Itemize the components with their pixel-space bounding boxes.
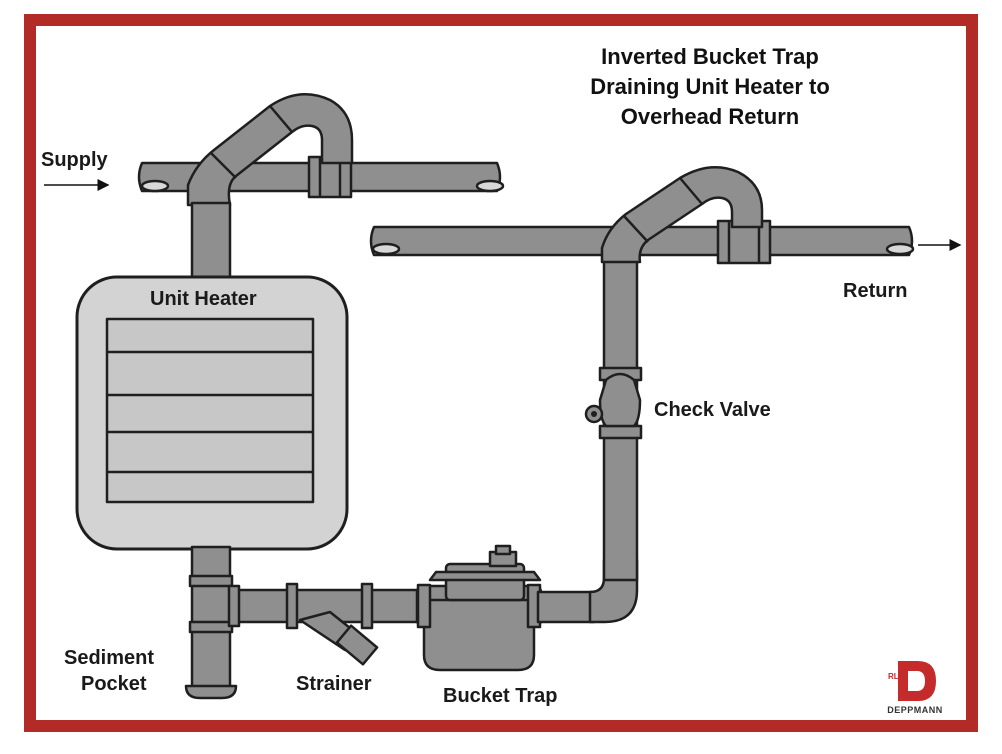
supply-swing-elbows bbox=[186, 93, 354, 207]
sediment-pocket-cap bbox=[184, 684, 238, 700]
sediment-label-line2: Pocket bbox=[81, 673, 147, 695]
strainer bbox=[298, 610, 379, 666]
bucket-trap bbox=[415, 544, 543, 672]
strainer-label: Strainer bbox=[296, 673, 372, 695]
unit-heater-coil bbox=[105, 317, 315, 504]
diagram-title: Inverted Bucket Trap Draining Unit Heate… bbox=[520, 42, 900, 132]
unit-heater-label: Unit Heater bbox=[150, 288, 257, 310]
sediment-label-line1: Sediment bbox=[64, 647, 155, 669]
deppmann-logo: RL DEPPMANN bbox=[874, 657, 956, 717]
logo-brand-text: DEPPMANN bbox=[887, 705, 943, 715]
heater-outlet-pipe bbox=[190, 545, 232, 689]
title-line-1: Inverted Bucket Trap bbox=[601, 44, 819, 69]
return-label: Return bbox=[843, 280, 908, 302]
supply-label: Supply bbox=[41, 149, 108, 171]
heater-inlet-pipe bbox=[190, 201, 232, 285]
bucket-trap-label: Bucket Trap bbox=[443, 685, 558, 707]
title-line-3: Overhead Return bbox=[620, 104, 800, 129]
return-swing-elbows bbox=[600, 165, 764, 264]
logo-small-mark: RL bbox=[888, 672, 899, 681]
trap-outlet-pipe bbox=[536, 590, 596, 624]
deppmann-mark-icon: RL bbox=[888, 661, 936, 701]
check-valve bbox=[584, 372, 642, 428]
check-valve-label: Check Valve bbox=[654, 399, 771, 421]
title-line-2: Draining Unit Heater to bbox=[590, 74, 830, 99]
